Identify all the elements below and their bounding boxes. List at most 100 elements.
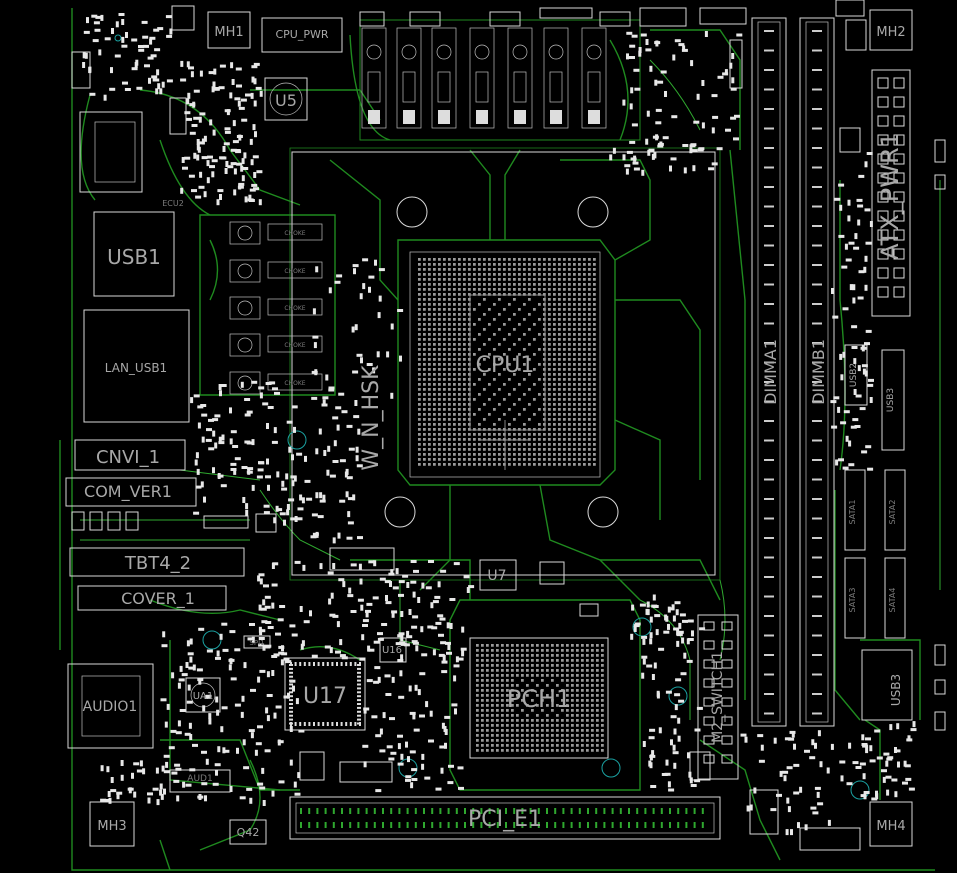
- smd-pad: [215, 769, 218, 776]
- smd-pad: [220, 484, 227, 488]
- smd-pad: [258, 199, 262, 206]
- ball: [571, 664, 574, 667]
- ball: [498, 343, 501, 346]
- ball: [476, 664, 479, 667]
- smd-pad: [634, 87, 641, 91]
- smd-pad: [790, 829, 793, 836]
- ball: [558, 268, 561, 271]
- ball: [481, 689, 484, 692]
- ball: [473, 433, 476, 436]
- ball: [483, 278, 486, 281]
- ball: [558, 438, 561, 441]
- smd-pad: [93, 21, 100, 25]
- smd-pad: [255, 86, 262, 90]
- ball: [483, 448, 486, 451]
- smd-pad: [233, 189, 237, 196]
- smd-pad: [659, 141, 663, 148]
- smd-pad: [266, 423, 269, 429]
- ball: [481, 739, 484, 742]
- ball: [513, 463, 516, 466]
- smd-pad: [733, 137, 739, 141]
- smd-pad: [238, 106, 245, 110]
- cnvi-outline: [74, 439, 186, 471]
- smd-pad: [253, 172, 257, 178]
- ball: [556, 724, 559, 727]
- ball: [458, 413, 461, 416]
- ball: [576, 749, 579, 752]
- ball: [553, 458, 556, 461]
- ball: [513, 268, 516, 271]
- ball: [463, 393, 466, 396]
- ball: [593, 328, 596, 331]
- smd-pad: [251, 484, 255, 491]
- smd-pad: [286, 509, 290, 516]
- smd-pad: [304, 455, 307, 462]
- smd-pad: [295, 698, 299, 705]
- ball: [476, 684, 479, 687]
- ball: [578, 313, 581, 316]
- u17-pin: [357, 714, 361, 717]
- ball: [583, 373, 586, 376]
- u17-pin: [317, 722, 320, 726]
- ball: [423, 428, 426, 431]
- ball: [588, 273, 591, 276]
- smd-pad: [838, 183, 845, 187]
- ball: [596, 724, 599, 727]
- ball: [508, 348, 511, 351]
- ball: [468, 308, 471, 311]
- ball: [541, 699, 544, 702]
- smd-pad: [861, 734, 865, 741]
- ball: [478, 348, 481, 351]
- ball: [588, 358, 591, 361]
- smd-pad: [609, 154, 613, 161]
- ball: [418, 298, 421, 301]
- smd-pad: [392, 586, 399, 590]
- smd-pad: [259, 629, 266, 633]
- smd-pad: [103, 94, 107, 101]
- ball: [553, 363, 556, 366]
- ball: [528, 358, 531, 361]
- ball: [528, 463, 531, 466]
- smd-pad: [250, 732, 254, 739]
- pci-pin: [480, 808, 483, 814]
- ball: [518, 438, 521, 441]
- ball: [476, 734, 479, 737]
- smd-pad: [209, 119, 213, 126]
- smd-pad: [208, 713, 212, 720]
- smd-pad: [835, 459, 839, 466]
- ball: [453, 353, 456, 356]
- ball: [571, 739, 574, 742]
- smd-pad: [223, 142, 230, 146]
- ball: [583, 378, 586, 381]
- ball: [568, 368, 571, 371]
- ball: [443, 398, 446, 401]
- ball: [576, 694, 579, 697]
- ball: [583, 453, 586, 456]
- smd-pad: [413, 569, 419, 573]
- ball: [443, 283, 446, 286]
- smd-pad: [846, 782, 853, 786]
- smd-pad: [362, 258, 369, 262]
- ball: [581, 724, 584, 727]
- smd-pad: [816, 791, 820, 798]
- smd-pad: [91, 14, 98, 18]
- u17-pin: [289, 695, 293, 698]
- u17-pin: [317, 662, 320, 666]
- smd-pad: [267, 484, 270, 491]
- ball: [496, 719, 499, 722]
- smd-pad: [188, 174, 195, 178]
- ball: [463, 363, 466, 366]
- ball: [478, 293, 481, 296]
- ball: [428, 293, 431, 296]
- smd-pad: [256, 475, 263, 479]
- ball: [438, 413, 441, 416]
- ball: [543, 263, 546, 266]
- smd-pad: [435, 787, 442, 791]
- ball: [541, 679, 544, 682]
- smd-pad: [247, 637, 254, 641]
- switch-pin: [703, 678, 715, 688]
- smd-pad: [230, 468, 237, 471]
- smd-pad: [336, 621, 340, 628]
- smd-pad: [258, 573, 265, 577]
- ball: [578, 328, 581, 331]
